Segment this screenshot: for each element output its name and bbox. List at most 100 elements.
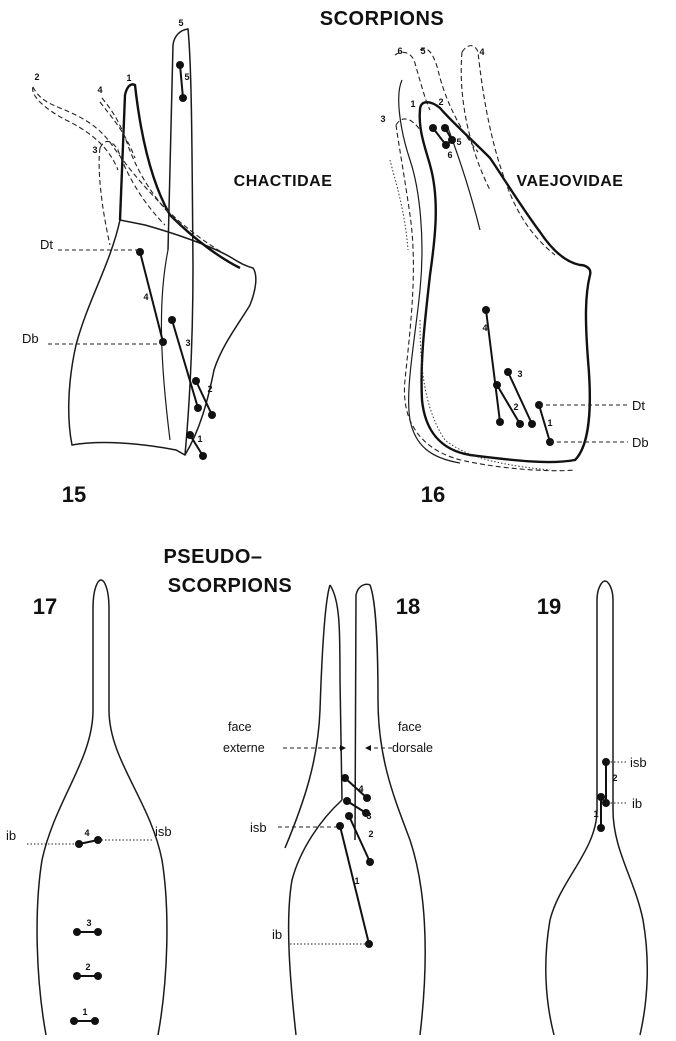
fig15-outline-number-4: 4: [97, 85, 102, 95]
fig18-label-ib: ib: [272, 927, 282, 942]
fig18-pair-number-3: 3: [366, 811, 371, 821]
fig19-label-ib: ib: [632, 796, 642, 811]
fig16-label-dt: Dt: [632, 398, 645, 413]
fig19-pair-number-2: 2: [612, 773, 617, 783]
fig18-label-face-dorsale-2: dorsale: [392, 741, 433, 755]
fig17-pair-1-dot-a: [70, 1017, 78, 1025]
fig17-pair-number-1: 1: [82, 1007, 87, 1017]
fig15-pair-3-dot-b: [194, 404, 202, 412]
fig17-pair-1-dot-b: [91, 1017, 99, 1025]
fig16-outline-number-6: 6: [397, 46, 402, 56]
fig15-pair-number-2: 2: [207, 384, 212, 394]
fig15-pair-number-1: 1: [197, 434, 202, 444]
fig18-pair-1-dot-a: [336, 822, 344, 830]
fig18-pair-number-2: 2: [368, 829, 373, 839]
fig15-pair-5-line: [180, 65, 183, 98]
figure-19-pseudoscorpion: 1 2 isb ib: [546, 581, 647, 1035]
title-scorpions: SCORPIONS: [320, 8, 445, 30]
fig16-pair-3-dot-b: [528, 420, 536, 428]
figure-number-15: 15: [62, 482, 86, 507]
fig18-finger-external: [285, 585, 356, 848]
fig18-label-isb: isb: [250, 820, 267, 835]
fig18-label-face-externe-1: face: [228, 720, 252, 734]
fig16-pair-5-dot-a: [441, 124, 449, 132]
fig15-pair-1-dot-b: [199, 452, 207, 460]
fig18-pair-4-dot-a: [341, 774, 349, 782]
fig15-outline-number-1: 1: [126, 73, 131, 83]
fig18-pair-number-4: 4: [358, 784, 363, 794]
fig16-pair-number-2: 2: [513, 402, 518, 412]
fig15-pair-number-3: 3: [185, 338, 190, 348]
fig19-pair-2-dot-a: [602, 758, 610, 766]
fig18-pair-2-dot-b: [366, 858, 374, 866]
fig17-pair-2-dot-b: [94, 972, 102, 980]
fig19-label-isb: isb: [630, 755, 647, 770]
fig16-outline-number-5: 5: [420, 46, 425, 56]
fig15-pair-number-5: 5: [184, 72, 189, 82]
fig16-pair-number-6: 6: [447, 150, 452, 160]
fig16-outline-number-3: 3: [380, 114, 385, 124]
fig15-outline-number-2: 2: [34, 72, 39, 82]
fig17-pair-3-dot-a: [73, 928, 81, 936]
fig18-label-face-externe-2: externe: [223, 741, 265, 755]
fig17-pair-2-dot-a: [73, 972, 81, 980]
fig18-pair-2-dot-a: [345, 812, 353, 820]
fig15-finger-5: [168, 29, 193, 455]
family-chactidae: CHACTIDAE: [234, 173, 333, 190]
fig17-label-ib: ib: [6, 828, 16, 843]
figure-15-chactidae: 1 2 3 4 5 1 2 3 4 5 Dt Db: [22, 18, 256, 460]
fig15-label-dt: Dt: [40, 237, 53, 252]
fig15-pair-number-4: 4: [143, 292, 148, 302]
fig17-pair-3-dot-b: [94, 928, 102, 936]
fig19-pair-number-1: 1: [593, 809, 598, 819]
fig18-pair-4-dot-b: [363, 794, 371, 802]
fig16-outline-number-2: 2: [438, 97, 443, 107]
fig15-pair-2-dot-a: [192, 377, 200, 385]
fig16-pair-2-dot-b: [516, 420, 524, 428]
figure-17-pseudoscorpion: 1 2 3 4 ib isb: [6, 580, 172, 1035]
fig19-pair-2-dot-b: [602, 799, 610, 807]
fig15-outline-number-3: 3: [92, 145, 97, 155]
fig19-pair-1-dot-b: [597, 824, 605, 832]
fig16-dotted-outline: [390, 160, 550, 470]
fig15-pair-1-dot-a: [186, 431, 194, 439]
fig18-pair-4-line: [345, 778, 367, 798]
fig18-pair-1-dot-b: [365, 940, 373, 948]
fig15-label-db: Db: [22, 331, 39, 346]
fig16-pair-4-line: [486, 310, 500, 422]
fig15-outline-number-5: 5: [178, 18, 183, 28]
family-vaejovidae: VAEJOVIDAE: [517, 173, 624, 190]
figure-number-16: 16: [421, 482, 445, 507]
fig15-pair-3-dot-a: [168, 316, 176, 324]
fig15-finger-1: [120, 84, 240, 268]
fig15-pair-5-dot-a: [176, 61, 184, 69]
fig16-pair-6-dot-b: [442, 141, 450, 149]
figure-number-19: 19: [537, 594, 561, 619]
fig16-pair-number-4: 4: [482, 323, 487, 333]
fig17-chela-outline: [37, 580, 167, 1035]
figure-number-18: 18: [396, 594, 420, 619]
fig16-pair-number-3: 3: [517, 369, 522, 379]
fig16-pair-6-dot-a: [429, 124, 437, 132]
fig17-pair-number-2: 2: [85, 962, 90, 972]
fig16-outline-number-4: 4: [479, 47, 484, 57]
fig16-pair-3-dot-a: [504, 368, 512, 376]
fig18-chela-outline: [289, 585, 342, 1035]
fig17-label-isb: isb: [155, 824, 172, 839]
fig15-pair-5-dot-b: [179, 94, 187, 102]
fig17-pair-number-4: 4: [84, 828, 89, 838]
fig16-pair-number-1: 1: [547, 418, 552, 428]
fig18-pair-3-dot-a: [343, 797, 351, 805]
fig17-pair-number-3: 3: [86, 918, 91, 928]
fig18-pair-2-line: [349, 816, 370, 862]
fig15-pair-2-dot-b: [208, 411, 216, 419]
fig16-pair-4-dot-a: [482, 306, 490, 314]
fig18-pair-number-1: 1: [354, 876, 359, 886]
fig16-outline-number-1: 1: [410, 99, 415, 109]
fig16-pair-4-dot-b: [496, 418, 504, 426]
fig16-label-db: Db: [632, 435, 649, 450]
fig15-pair-4-dot-a: [136, 248, 144, 256]
fig16-hand-outline: [420, 102, 591, 462]
